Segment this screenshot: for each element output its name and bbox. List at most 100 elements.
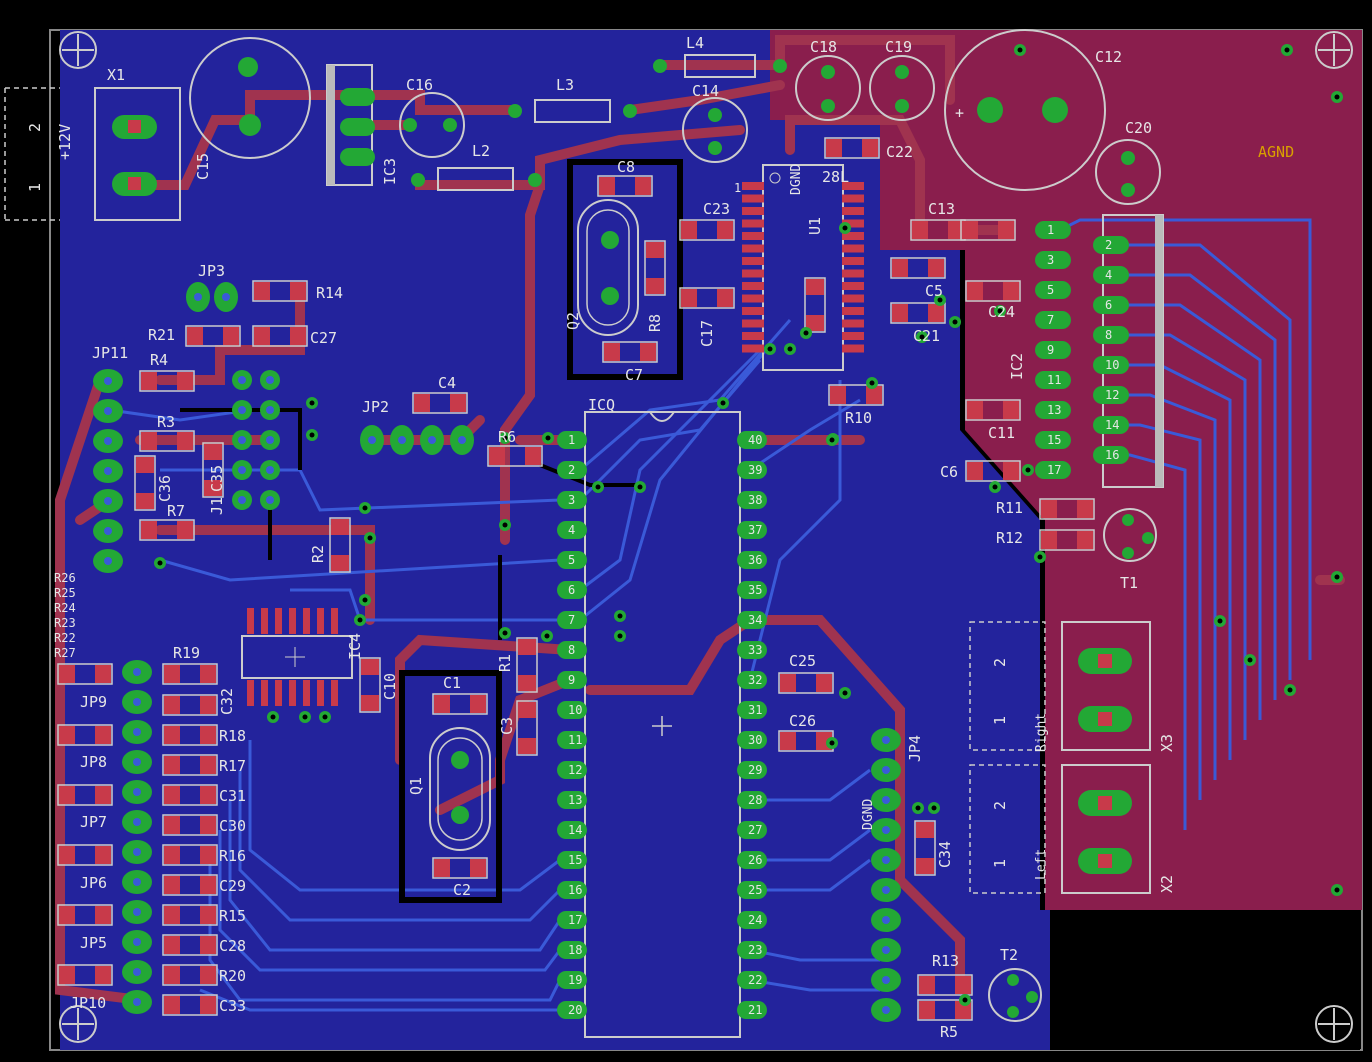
icq-pin-number: 10 [568,703,582,717]
via-hole [502,435,508,441]
smd-component [828,384,884,406]
smd-component [134,455,156,511]
smd-component [162,724,218,746]
smd-component [679,287,735,309]
jp5-label: JP5 [80,934,107,952]
icq-pin-number: 18 [568,943,582,957]
icq-pin [557,431,587,449]
icq-pin-number: 11 [568,733,582,747]
c34-label: C34 [936,841,954,868]
ic4-pin [261,680,268,706]
r15-label: R15 [219,907,246,925]
r4-label: R4 [150,351,168,369]
u1-pin [742,269,764,278]
ic2-pin [1093,446,1129,464]
ic4-pin [303,680,310,706]
r23-label: R23 [54,616,76,630]
icq-pin [557,851,587,869]
icq-pin [557,581,587,599]
jp-group-pin-hole [133,818,141,826]
transistor-t2 [988,968,1042,1022]
c25-label: C25 [789,652,816,670]
icq-pin-number: 32 [748,673,762,687]
jp8-label: JP8 [80,753,107,771]
ic4-pin [289,608,296,634]
via-hole [1017,47,1023,53]
jp11-pin-hole [104,527,112,535]
x2-label: X2 [1158,875,1176,893]
icq-pin [557,521,587,539]
via-hole [787,346,793,352]
via-hole [357,617,363,623]
r2-label: R2 [309,545,327,563]
ic2-pin-number: 13 [1047,403,1061,417]
cap-c14 [682,97,748,163]
c33-label: C33 [219,997,246,1015]
r11-label: R11 [996,499,1023,517]
via-hole [767,346,773,352]
smd-component [965,280,1021,302]
mounting-hole-tr [1315,31,1353,69]
via-hole [829,740,835,746]
u1-pin1-label: 1 [734,181,741,195]
cap-c18 [795,55,861,121]
smd-component [162,814,218,836]
ic2-pin [1093,416,1129,434]
c17-label: C17 [698,320,716,347]
u1-pin [842,232,864,240]
via-hole [997,308,1003,314]
u1-pin [742,194,764,203]
icq-pin-number: 1 [568,433,575,447]
ic2-pin [1035,431,1071,449]
u1-pin [742,207,764,215]
icq-pin [557,1001,587,1019]
icq-pin-number: 35 [748,583,762,597]
via-hole [157,560,163,566]
c20-label: C20 [1125,119,1152,137]
icq-label: ICQ [588,396,615,414]
icq-pin-number: 17 [568,913,582,927]
x3-pin2-label: 2 [991,658,1009,667]
r6-label: R6 [498,428,516,446]
icq-pin [557,731,587,749]
smd-component [824,137,880,159]
ic4-chip [241,608,353,706]
c3-label: C3 [498,717,516,735]
c24-label: C24 [988,303,1015,321]
u1-chip [742,164,864,371]
jp4-pin-hole [882,916,890,924]
jp11-pin-hole [104,557,112,565]
smd-component [162,754,218,776]
ic2-pin-number: 10 [1105,358,1119,372]
q1-label: Q1 [407,777,425,795]
c36-label: C36 [156,475,174,502]
smd-component [252,280,308,302]
vias [154,44,1343,1006]
r12-label: R12 [996,529,1023,547]
c12-label: C12 [1095,48,1122,66]
ic4-pin [331,680,338,706]
jp4-pin-hole [882,856,890,864]
icq-pin [737,671,767,689]
via-hole [962,997,968,1003]
r16-label: R16 [219,847,246,865]
ic2-pin [1035,281,1071,299]
jp-group-pin-hole [133,938,141,946]
icq-pin [737,731,767,749]
smd-component [57,964,113,986]
icq-pin [737,971,767,989]
x3-pin1-label: 1 [991,716,1009,725]
u1-pin [842,319,864,328]
ic2-pin [1093,296,1129,314]
via-hole [829,437,835,443]
r26-label: R26 [54,571,76,585]
via-hole [937,297,943,303]
icq-pin-number: 9 [568,673,575,687]
jp11-pin-hole [104,437,112,445]
via-hole [919,334,925,340]
icq-pin [737,821,767,839]
inductor-l2 [411,167,542,191]
cap-c12: + [944,29,1106,191]
via-hole [842,690,848,696]
smd-component [57,784,113,806]
